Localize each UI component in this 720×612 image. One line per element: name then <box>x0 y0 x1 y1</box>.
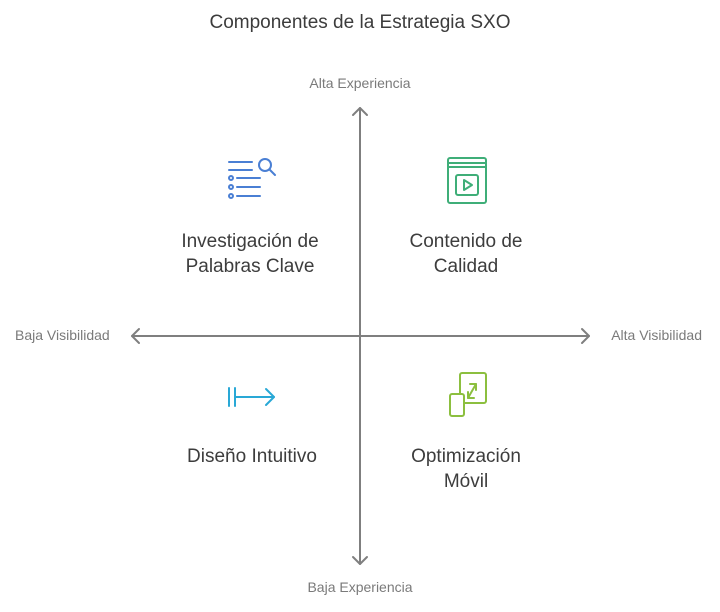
right-arrowhead <box>581 328 590 344</box>
quadrant-top-left-label: Investigación de Palabras Clave <box>150 229 350 279</box>
quadrant-bottom-left-label: Diseño Intuitivo <box>152 444 352 469</box>
quadrant-bottom-right-line2: Móvil <box>443 471 489 492</box>
keyword-search-list-icon <box>228 158 276 199</box>
arrow-right-from-bar-icon <box>228 387 275 407</box>
down-arrowhead <box>352 556 368 565</box>
axis-label-top: Alta Experiencia <box>309 75 411 91</box>
quadrant-top-right-label: Contenido de Calidad <box>366 229 566 279</box>
quadrant-top-right-line2: Calidad <box>433 256 499 277</box>
quadrant-bottom-left-line1: Diseño Intuitivo <box>187 446 317 467</box>
axis-label-right: Alta Visibilidad <box>611 327 702 343</box>
video-book-icon <box>447 157 487 204</box>
quadrant-top-left-line1: Investigación de <box>181 231 319 252</box>
left-arrowhead <box>131 328 140 344</box>
quadrant-top-left-line2: Palabras Clave <box>185 256 315 277</box>
quadrant-top-right-line1: Contenido de <box>409 231 523 252</box>
axis-label-bottom: Baja Experiencia <box>307 579 413 595</box>
diagram-title: Componentes de la Estrategia SXO <box>209 12 511 33</box>
mobile-resize-icon <box>449 372 487 417</box>
quadrant-bottom-right-line1: Optimización <box>411 446 521 467</box>
quadrant-bottom-right-label: Optimización Móvil <box>366 444 566 494</box>
axis-label-left: Baja Visibilidad <box>15 327 110 343</box>
up-arrowhead <box>352 107 368 116</box>
